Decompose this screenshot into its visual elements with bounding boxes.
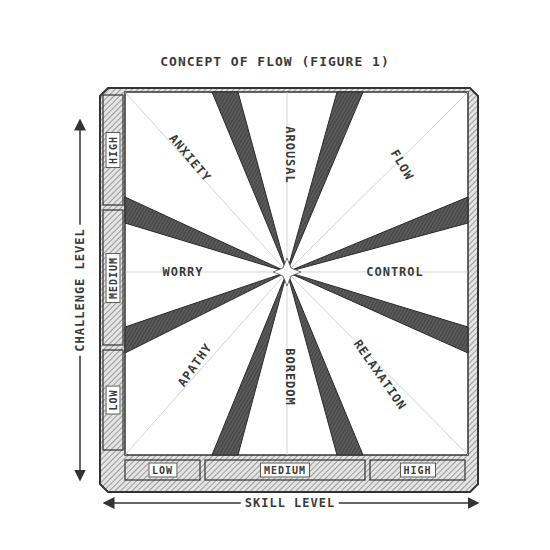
guide-line — [287, 272, 468, 455]
state-region: BOREDOM — [255, 322, 325, 432]
state-label: BOREDOM — [283, 348, 297, 406]
challenge-band: MEDIUM — [103, 210, 123, 345]
inner-field — [125, 92, 468, 455]
axis-band — [205, 460, 365, 480]
skill-band: HIGH — [370, 460, 465, 480]
guide-line — [125, 272, 287, 273]
divider-spoke — [287, 197, 468, 272]
axis-level: HIGH — [399, 463, 435, 478]
state-label: FLOW — [388, 147, 417, 182]
state-region: CONTROL — [355, 257, 435, 287]
state-label: AROUSAL — [283, 126, 297, 184]
divider-spoke — [125, 197, 287, 272]
guide-line — [125, 272, 287, 455]
skill-band: MEDIUM — [205, 460, 365, 480]
state-label: WORRY — [162, 265, 203, 279]
axis-level: MEDIUM — [106, 252, 121, 302]
state-label: ANXIETY — [166, 131, 214, 184]
axis-band — [103, 210, 123, 345]
state-region: AROUSAL — [255, 100, 325, 210]
center-star — [273, 258, 301, 286]
axis-band — [103, 350, 123, 450]
state-label: RELAXATION — [351, 337, 410, 412]
state-region: FLOW — [362, 125, 442, 205]
axis-level: MEDIUM — [260, 463, 310, 478]
skill-band: LOW — [125, 460, 200, 480]
axis-band — [125, 460, 200, 480]
axis-level: LOW — [106, 385, 121, 414]
state-label: APATHY — [175, 341, 215, 389]
axis-band — [103, 95, 123, 205]
challenge-band: HIGH — [103, 95, 123, 205]
axis-level: HIGH — [106, 132, 121, 168]
state-region: APATHY — [155, 325, 235, 405]
axis-band — [370, 460, 465, 480]
state-region: WORRY — [143, 257, 223, 287]
outer-frame — [100, 88, 478, 492]
guide-line — [125, 92, 287, 272]
divider-spoke — [287, 272, 363, 455]
state-region: RELAXATION — [330, 325, 430, 425]
axis-title: SKILL LEVEL — [241, 496, 339, 510]
axis-level: LOW — [148, 463, 177, 478]
challenge-band: LOW — [103, 350, 123, 450]
guide-line — [287, 92, 468, 272]
state-region: ANXIETY — [150, 118, 230, 198]
state-label: CONTROL — [366, 265, 424, 279]
axis-title: CHALLENGE LEVEL — [73, 224, 87, 355]
spokes — [125, 92, 468, 455]
diagram-title: CONCEPT OF FLOW (FIGURE 1) — [0, 54, 550, 69]
divider-spoke — [125, 272, 287, 353]
guide-lines — [125, 92, 468, 455]
